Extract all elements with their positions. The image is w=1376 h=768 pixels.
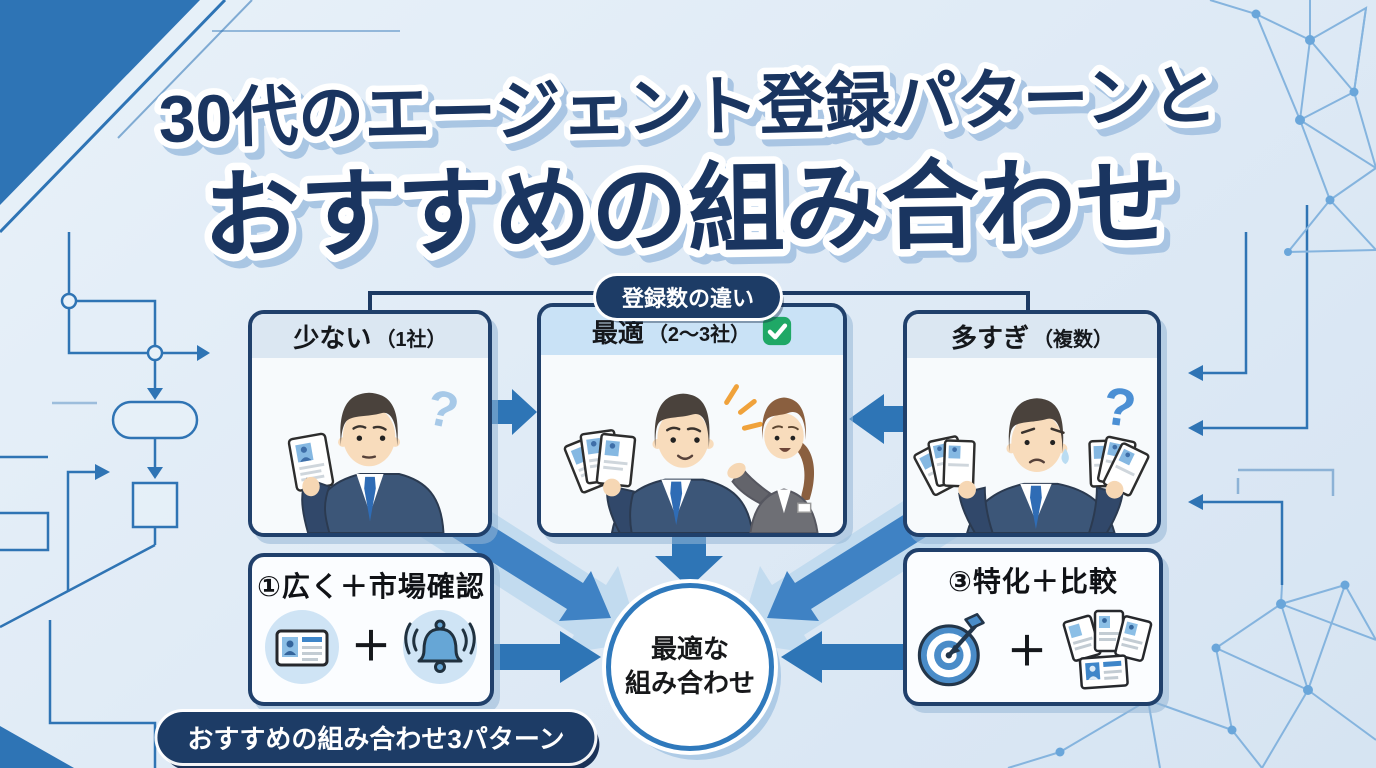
network-mesh-top-right [1209,0,1376,256]
question-icon: ? [1099,376,1139,439]
arrow-pattern3-to-result [781,631,903,683]
result-circle: 最適な 組み合わせ [606,583,774,751]
id-card-icon [265,610,339,684]
illustration-man-and-agent [563,384,819,533]
held-id-card [287,432,335,492]
result-line-1: 最適な [650,634,729,665]
cards-stack-icon [1059,605,1155,698]
card-optimal-body [541,355,843,533]
plus-sign: ＋ [351,625,391,669]
illustration-man-many-cards: ? [913,376,1150,533]
card-optimal-header: 最適 （2〜3社） [541,307,843,355]
card-few-sub: （1社） [375,329,447,351]
card-few-body: ? [252,358,488,533]
emphasis-marks [724,384,763,431]
arrow-optimal-down [655,535,723,588]
card-toomany-header: 多すぎ （複数） [907,314,1157,358]
question-icon: ? [422,378,464,440]
corner-triangle-bottom [0,726,74,768]
pattern-1-title: ①広く＋市場確認 [257,571,485,602]
pattern-3-title: ③特化＋比較 [948,566,1118,597]
arrow-toomany-to-optimal [849,394,905,444]
card-toomany-body: ? [907,358,1157,533]
card-toomany: 多すぎ （複数） ? [903,310,1161,537]
title-block: 30代のエージェント登録パターンと おすすめの組み合わせ [151,51,1224,278]
pattern-card-3: ③特化＋比較 ＋ [903,548,1163,706]
card-few-header: 少ない （1社） [252,314,488,358]
plus-sign: ＋ [1007,629,1047,674]
illustration-man-one-card: ? [287,378,464,533]
card-toomany-sub: （複数） [1033,329,1113,351]
title-line-2: おすすめの組み合わせ [202,148,1173,271]
card-few-label: 少ない [293,322,372,353]
left-cards-fan [913,435,976,497]
pattern-3-icons: ＋ [911,605,1155,698]
top-badge: 登録数の違い [595,276,781,318]
result-line-2: 組み合わせ [624,668,755,698]
pattern-1-icons: ＋ [265,610,477,684]
card-optimal-label: 最適 [591,317,644,348]
card-optimal: 最適 （2〜3社） [537,303,847,537]
top-badge-label: 登録数の違い [621,286,755,311]
arrow-few-to-optimal [490,389,537,435]
flowchart-decor-left [0,232,210,768]
corner-triangle [0,0,400,234]
bottom-badge-label: おすすめの組み合わせ3パターン [187,724,565,754]
network-mesh-bottom-right [1007,580,1376,768]
target-icon [911,607,995,696]
card-toomany-label: 多すぎ [950,322,1029,353]
held-cards-fan [563,429,637,494]
pattern-card-1: ①広く＋市場確認 ＋ [248,553,494,706]
check-icon [763,316,792,346]
bottom-badge: おすすめの組み合わせ3パターン [157,712,595,763]
sweat-drop [1061,448,1069,465]
agent-woman [727,397,819,533]
card-optimal-sub: （2〜3社） [647,324,751,346]
arrow-pattern1-to-result [492,631,601,683]
card-few: 少ない （1社） ? [248,310,492,537]
flowchart-decor-right [1188,205,1335,585]
bell-icon [403,610,477,684]
